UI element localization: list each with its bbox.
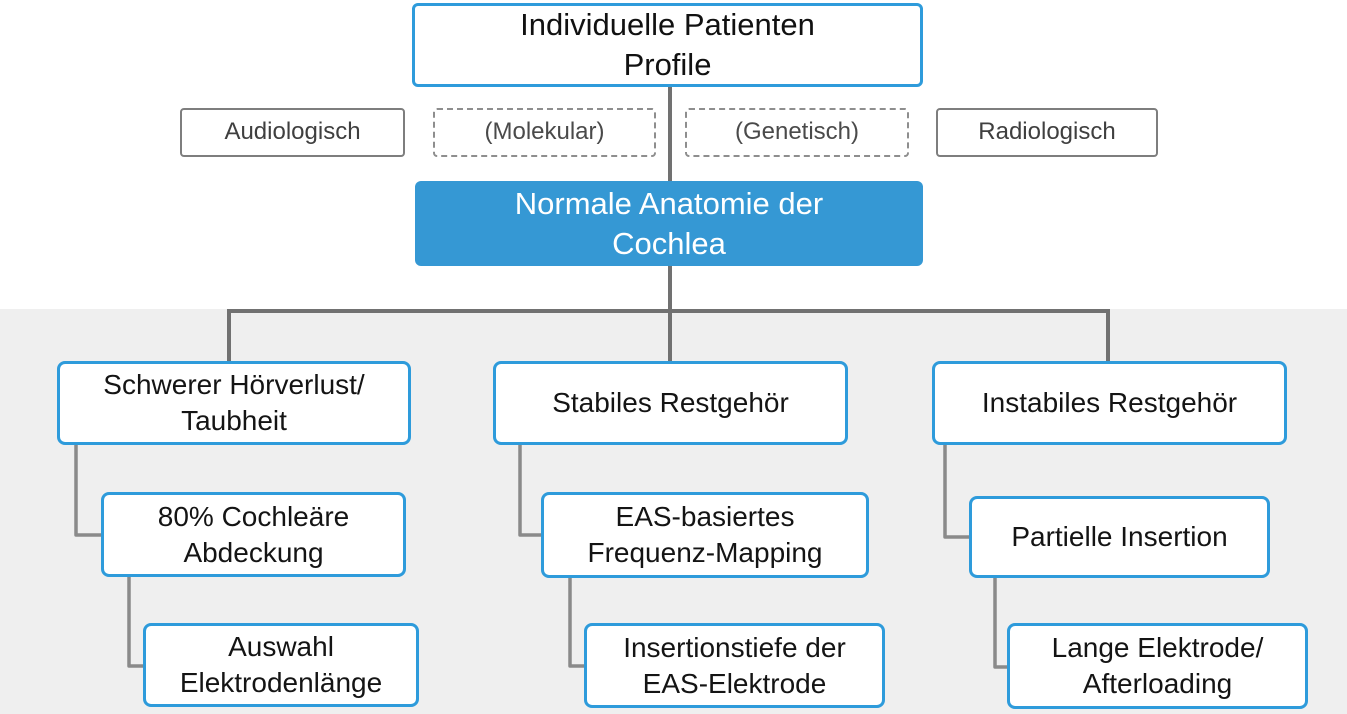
- connector-right-l1-l2: [943, 444, 972, 539]
- tag-radiologisch: Radiologisch: [936, 108, 1158, 157]
- node-normale-anatomie: Normale Anatomie der Cochlea: [415, 181, 923, 266]
- node-instabiles-restgehoer: Instabiles Restgehör: [932, 361, 1287, 445]
- tag-audiologisch: Audiologisch: [180, 108, 405, 157]
- connector-mid-l1-l2: [518, 444, 544, 537]
- connector-left-l1-l2: [74, 444, 103, 537]
- connector-branch-bar: [227, 309, 1110, 364]
- node-partielle-insertion: Partielle Insertion: [969, 496, 1270, 578]
- tag-genetisch: (Genetisch): [685, 108, 909, 157]
- node-schwerer-hoerverlust: Schwerer Hörverlust/ Taubheit: [57, 361, 411, 445]
- connector-left-l2-l3: [127, 576, 146, 668]
- node-stabiles-restgehoer: Stabiles Restgehör: [493, 361, 848, 445]
- tag-molekular: (Molekular): [433, 108, 656, 157]
- node-auswahl-elektrodenlaenge: Auswahl Elektrodenlänge: [143, 623, 419, 707]
- connector-mid-l2-l3: [568, 577, 587, 668]
- node-lange-elektrode-afterloading: Lange Elektrode/ Afterloading: [1007, 623, 1308, 709]
- node-eas-frequenz-mapping: EAS-basiertes Frequenz-Mapping: [541, 492, 869, 578]
- node-patient-profile: Individuelle Patienten Profile: [412, 3, 923, 87]
- node-insertionstiefe-eas: Insertionstiefe der EAS-Elektrode: [584, 623, 885, 708]
- connector-right-l2-l3: [993, 577, 1010, 669]
- node-cochleaere-abdeckung: 80% Cochleäre Abdeckung: [101, 492, 406, 577]
